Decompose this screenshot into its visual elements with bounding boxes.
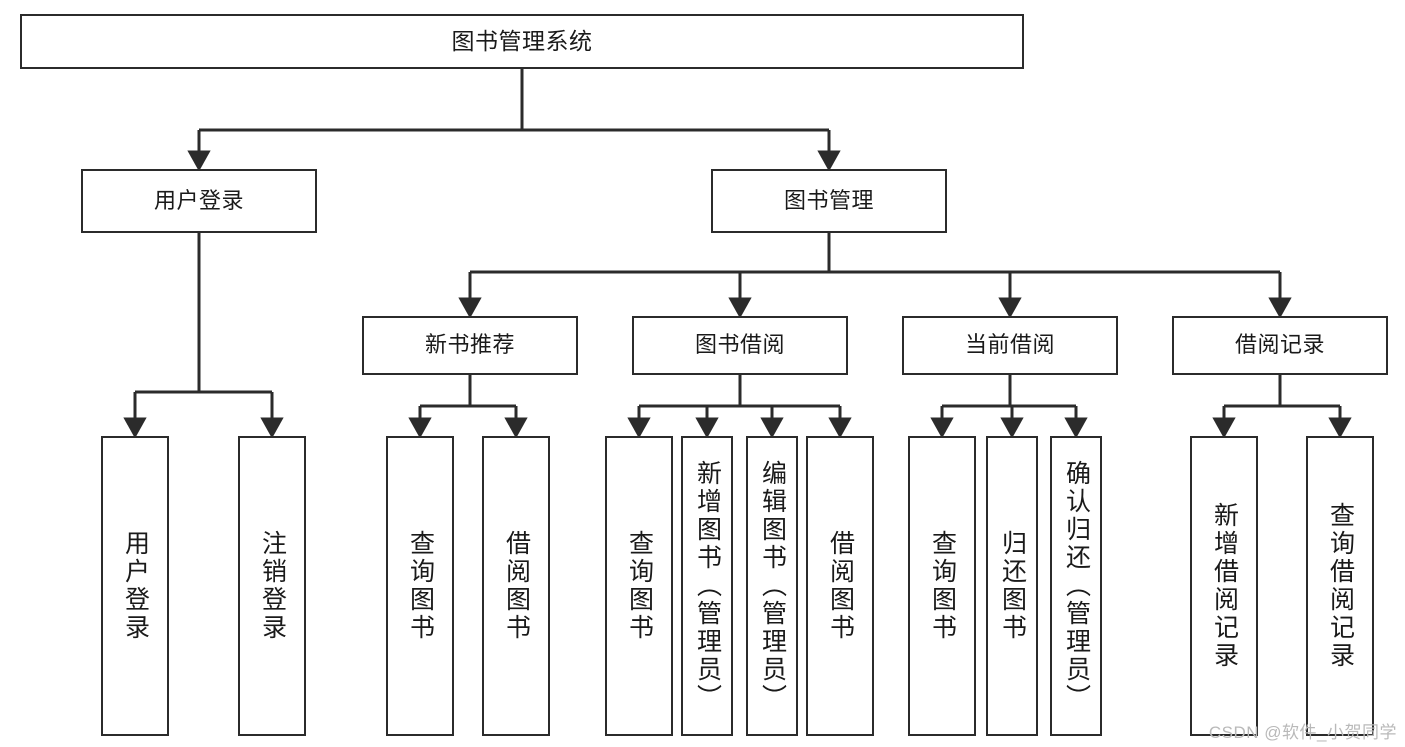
watermark-text: CSDN @软件_小贺同学	[1208, 723, 1397, 742]
node-leaf-logout[interactable]: 注销登录	[238, 436, 306, 736]
node-new-book-recommend[interactable]: 新书推荐	[362, 316, 578, 375]
node-label: 归还图书	[998, 530, 1027, 642]
node-label: 当前借阅	[964, 332, 1055, 358]
node-leaf-add-book[interactable]: 新增图书（管理员）	[681, 436, 733, 736]
node-current-borrow[interactable]: 当前借阅	[902, 316, 1118, 375]
node-leaf-confirm-return[interactable]: 确认归还（管理员）	[1050, 436, 1102, 736]
node-leaf-borrow-book-rec[interactable]: 借阅图书	[482, 436, 550, 736]
node-leaf-query-book-rec[interactable]: 查询图书	[386, 436, 454, 736]
node-label: 确认归还（管理员）	[1062, 460, 1091, 712]
node-leaf-query-book-borrow[interactable]: 查询图书	[605, 436, 673, 736]
node-label: 查询图书	[406, 530, 435, 642]
node-leaf-borrow-book[interactable]: 借阅图书	[806, 436, 874, 736]
node-label: 新书推荐	[424, 332, 515, 358]
node-label: 新增借阅记录	[1210, 502, 1239, 670]
node-leaf-return-book[interactable]: 归还图书	[986, 436, 1038, 736]
node-leaf-query-record[interactable]: 查询借阅记录	[1306, 436, 1374, 736]
node-label: 查询图书	[625, 530, 654, 642]
node-label: 借阅图书	[826, 530, 855, 642]
node-label: 新增图书（管理员）	[693, 460, 722, 712]
node-leaf-add-record[interactable]: 新增借阅记录	[1190, 436, 1258, 736]
node-root[interactable]: 图书管理系统	[20, 14, 1024, 69]
node-book-borrow[interactable]: 图书借阅	[632, 316, 848, 375]
node-book-manage[interactable]: 图书管理	[711, 169, 947, 233]
node-leaf-edit-book[interactable]: 编辑图书（管理员）	[746, 436, 798, 736]
node-leaf-user-login[interactable]: 用户登录	[101, 436, 169, 736]
node-label: 查询图书	[928, 530, 957, 642]
node-label: 注销登录	[258, 530, 287, 642]
node-label: 编辑图书（管理员）	[758, 460, 787, 712]
node-label: 查询借阅记录	[1326, 502, 1355, 670]
node-leaf-query-book-cur[interactable]: 查询图书	[908, 436, 976, 736]
node-user-login[interactable]: 用户登录	[81, 169, 317, 233]
node-label: 图书借阅	[694, 332, 785, 358]
node-label: 图书管理系统	[451, 27, 593, 54]
node-label: 借阅记录	[1234, 332, 1325, 358]
node-label: 用户登录	[153, 187, 244, 213]
node-label: 图书管理	[783, 187, 874, 213]
node-label: 借阅图书	[502, 530, 531, 642]
node-borrow-record[interactable]: 借阅记录	[1172, 316, 1388, 375]
node-label: 用户登录	[121, 530, 150, 642]
